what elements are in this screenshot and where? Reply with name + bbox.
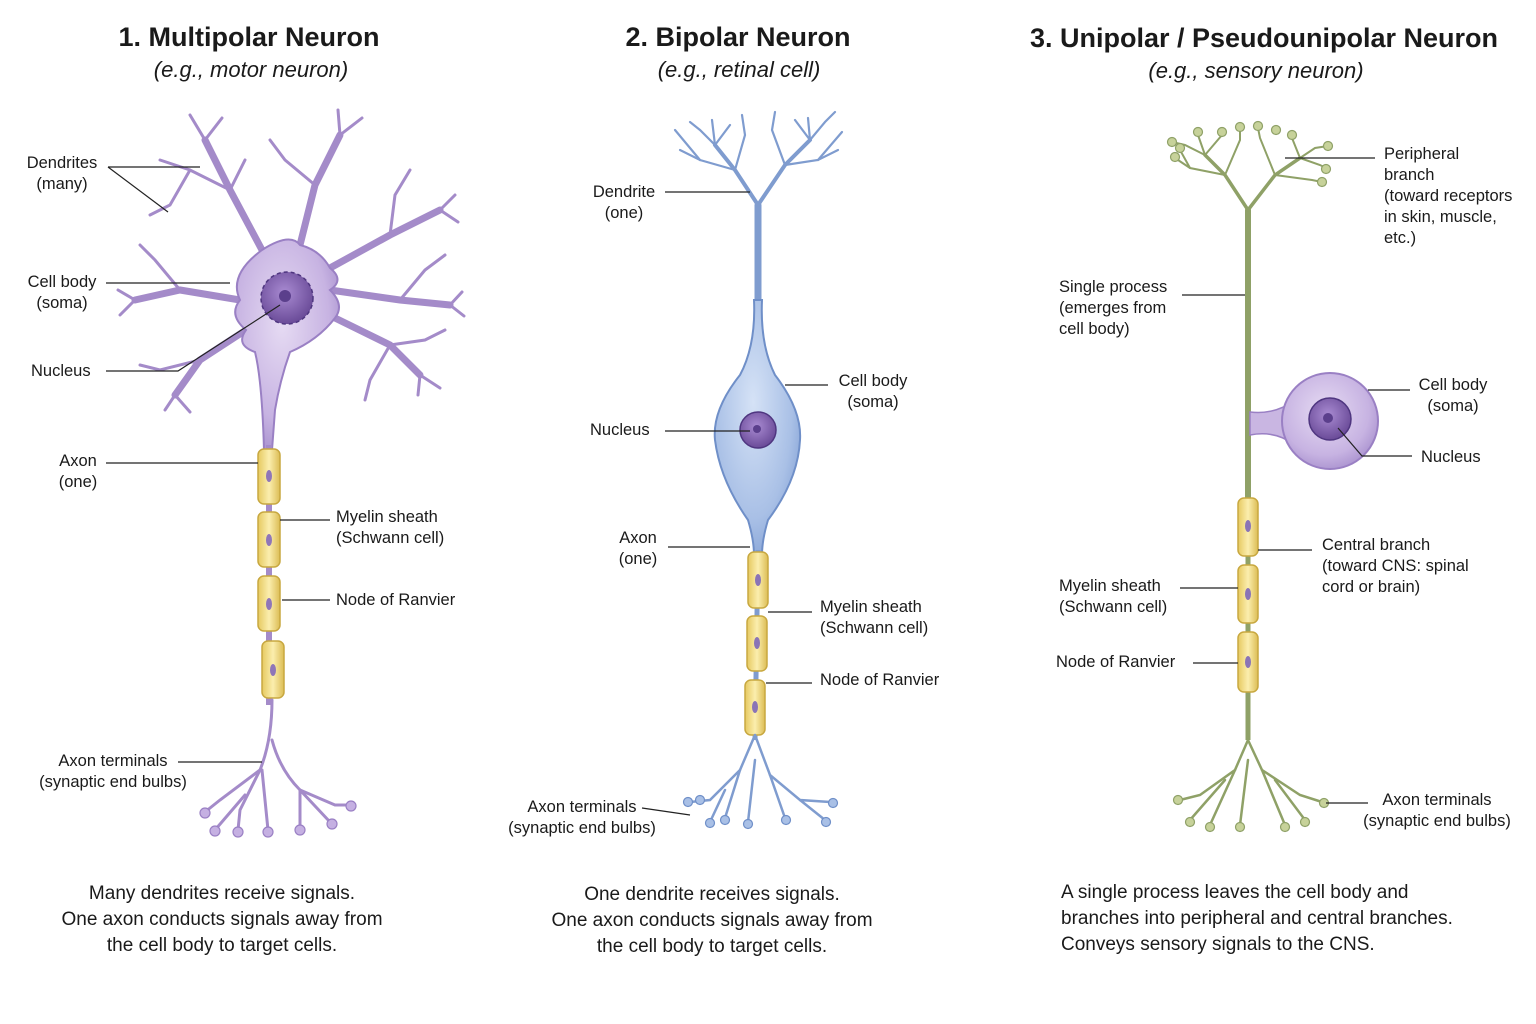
bipolar-neuron-art	[641, 110, 844, 830]
multipolar-axon-terminals	[203, 698, 352, 832]
multipolar-caption: Many dendrites receive signals.One axon …	[61, 883, 383, 956]
unipolar-label-nucleus: Nucleus	[1421, 448, 1481, 466]
unipolar-axon-terminals	[1178, 738, 1324, 827]
unipolar-label-node: Node of Ranvier	[1056, 653, 1176, 671]
bipolar-caption: One dendrite receives signals.One axon c…	[551, 884, 873, 957]
bipolar-label-myelin: Myelin sheath(Schwann cell)	[820, 598, 929, 637]
bipolar-leader-lines	[641, 191, 828, 816]
multipolar-leader-lines	[106, 166, 330, 763]
unipolar-title: 3. Unipolar / Pseudounipolar Neuron	[1029, 23, 1499, 53]
multipolar-label-cell-body: Cell body(soma)	[27, 273, 97, 312]
multipolar-label-myelin: Myelin sheath(Schwann cell)	[336, 508, 445, 547]
unipolar-peripheral-branch	[1171, 127, 1329, 503]
unipolar-neuron-art	[1166, 120, 1412, 833]
bipolar-label-nucleus: Nucleus	[590, 421, 650, 439]
bipolar-dendrite-tree	[673, 110, 844, 309]
bipolar-label-dendrite: Dendrite(one)	[592, 183, 656, 222]
multipolar-label-axon: Axon(one)	[58, 452, 98, 491]
unipolar-label-myelin: Myelin sheath(Schwann cell)	[1059, 577, 1168, 616]
multipolar-soma	[234, 238, 340, 451]
bipolar-axon-terminals	[688, 733, 832, 824]
multipolar-label-terminals: Axon terminals(synaptic end bulbs)	[39, 752, 187, 791]
bipolar-label-cell-body: Cell body(soma)	[838, 372, 908, 411]
unipolar-label-terminals: Axon terminals(synaptic end bulbs)	[1363, 791, 1511, 830]
multipolar-label-node: Node of Ranvier	[336, 591, 456, 609]
multipolar-label-nucleus: Nucleus	[31, 362, 91, 380]
bipolar-subtitle: (e.g., retinal cell)	[657, 57, 821, 82]
multipolar-neuron-art	[106, 108, 466, 838]
bipolar-label-terminals: Axon terminals(synaptic end bulbs)	[508, 798, 656, 837]
unipolar-leader-lines	[1180, 157, 1412, 804]
multipolar-title: 1. Multipolar Neuron	[118, 22, 380, 52]
unipolar-label-cell-body: Cell body(soma)	[1418, 376, 1488, 415]
bipolar-title: 2. Bipolar Neuron	[625, 22, 851, 52]
unipolar-label-central: Central branch(toward CNS: spinal cord o…	[1322, 536, 1469, 596]
bipolar-label-axon: Axon(one)	[618, 529, 658, 568]
bipolar-label-node: Node of Ranvier	[820, 671, 940, 689]
multipolar-subtitle: (e.g., motor neuron)	[153, 57, 349, 82]
unipolar-caption: A single process leaves the cell body an…	[1061, 882, 1453, 955]
unipolar-label-single-process: Single process(emerges from cell body)	[1059, 278, 1168, 338]
multipolar-label-dendrites: Dendrites(many)	[26, 154, 98, 193]
multipolar-dendrites	[116, 108, 466, 414]
unipolar-subtitle: (e.g., sensory neuron)	[1148, 58, 1364, 83]
